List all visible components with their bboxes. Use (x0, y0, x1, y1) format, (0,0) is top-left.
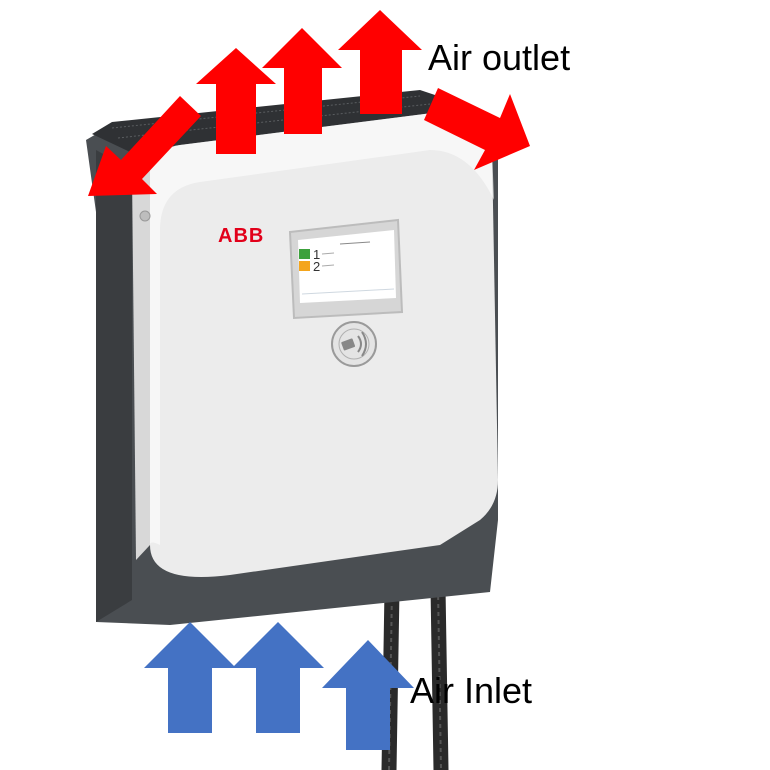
inlet-arrow-1 (144, 622, 236, 733)
outlet-arrow-left (88, 96, 201, 196)
air-inlet-label: Air Inlet (410, 670, 532, 711)
charger-unit: ABB 1 2 (86, 90, 498, 625)
air-outlet-label: Air outlet (428, 37, 570, 78)
display-screen: 1 2 (288, 218, 404, 320)
outlet-arrow-up-2 (262, 28, 342, 134)
brand-logo: ABB (218, 225, 264, 247)
screen-connector-2: 2 (313, 259, 320, 274)
air-inlet-arrows (144, 622, 414, 750)
air-outlet-arrows (88, 10, 530, 196)
outlet-arrow-right (424, 88, 530, 170)
contactless-card-icon (331, 321, 377, 367)
screen-connector-1: 1 (313, 247, 320, 262)
outlet-arrow-up-1 (196, 48, 276, 154)
inlet-arrow-2 (232, 622, 324, 733)
inlet-arrow-3 (322, 640, 414, 750)
front-panel (150, 111, 498, 578)
outlet-arrow-up-3 (338, 10, 422, 114)
